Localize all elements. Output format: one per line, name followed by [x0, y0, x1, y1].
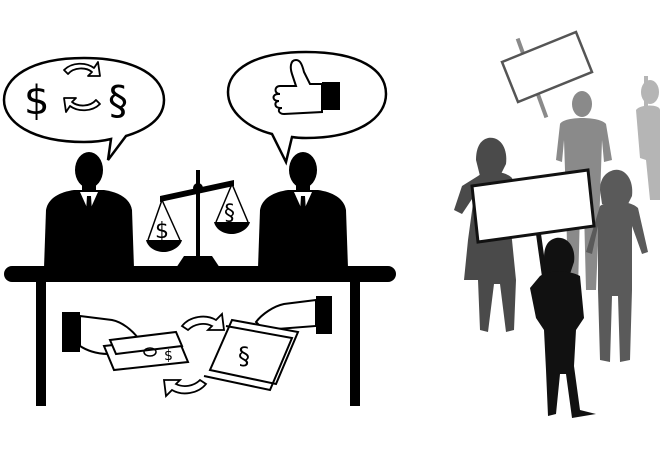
hand-with-money: $ [62, 312, 190, 372]
scale-dollar-symbol: $ [155, 219, 169, 244]
speech-bubble-right [226, 50, 388, 166]
speech-bubble-left: $ § [2, 56, 166, 161]
section-symbol: § [108, 78, 128, 124]
protester-faint [636, 76, 660, 200]
exchange-arrow-top-icon [180, 312, 226, 332]
exchange-arrows-icon [63, 61, 101, 113]
balance-scales: $ § [146, 170, 250, 268]
protest-sign-back [500, 30, 594, 104]
banknotes: $ [102, 330, 190, 372]
document: § [203, 318, 300, 392]
protest-sign-front [470, 168, 596, 244]
protester-woman-right [586, 169, 648, 362]
hand-with-document: § [203, 296, 332, 392]
negotiation-table [4, 266, 396, 406]
businessman-left [44, 152, 134, 268]
banknote-dollar-symbol: $ [164, 348, 173, 364]
dollar-symbol: $ [24, 78, 49, 124]
protest-crowd [454, 30, 660, 418]
protester-front-with-sign [470, 168, 596, 418]
businessman-right [258, 152, 348, 268]
exchange-arrow-bottom-icon [162, 378, 208, 398]
scale-section-symbol: § [224, 201, 235, 226]
document-section-symbol: § [238, 342, 250, 370]
thumbs-up-icon [272, 58, 340, 116]
